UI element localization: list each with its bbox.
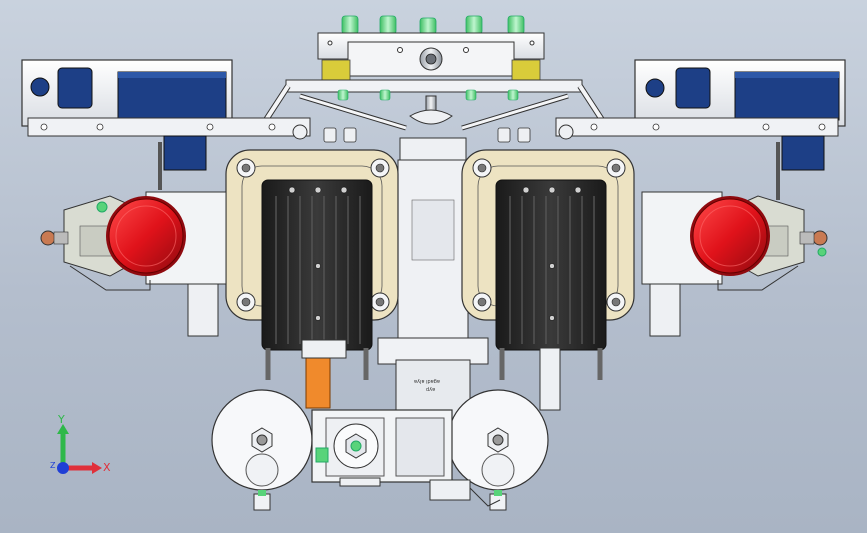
yellow-block-left	[321, 59, 351, 83]
orange-tab	[305, 351, 331, 409]
yellow-block-right	[511, 59, 541, 83]
upper-fastener-row	[323, 127, 531, 143]
coordinate-triad	[57, 424, 102, 474]
left-motor-unit	[225, 149, 399, 380]
right-actuator	[641, 191, 828, 337]
top-slide-assembly	[259, 15, 609, 131]
left-actuator	[40, 191, 227, 337]
part-stamp-line1: agadi alya	[414, 378, 440, 384]
axis-y-label: Y	[58, 413, 65, 426]
top-green-bolts	[341, 15, 525, 35]
part-stamp-line2: ayp	[426, 386, 436, 392]
axis-z-label: Z	[50, 461, 56, 470]
central-spine	[377, 137, 489, 421]
right-motor-unit	[461, 149, 635, 380]
axis-x-label: X	[103, 461, 111, 474]
right-control-box	[555, 59, 846, 200]
lower-drive-section	[211, 339, 561, 511]
left-control-box	[21, 59, 311, 190]
